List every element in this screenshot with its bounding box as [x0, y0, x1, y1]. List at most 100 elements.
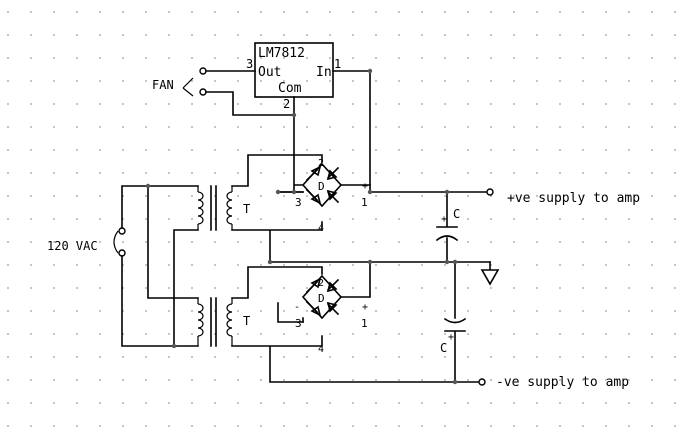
- positive-terminal: [486, 188, 494, 196]
- grid-dot: [582, 310, 584, 312]
- grid-dot: [375, 218, 377, 220]
- grid-dot: [444, 402, 446, 404]
- grid-dot: [490, 11, 492, 13]
- fan-connector: FAN: [152, 67, 207, 97]
- fan-terminal-1: [199, 67, 207, 75]
- grid-dot: [467, 57, 469, 59]
- grid-dot: [7, 356, 9, 358]
- grid-dot: [329, 126, 331, 128]
- grid-dot: [145, 425, 147, 427]
- grid-dot: [421, 57, 423, 59]
- grid-dot: [191, 80, 193, 82]
- grid-dot: [145, 264, 147, 266]
- grid-dot: [375, 379, 377, 381]
- grid-dot: [605, 402, 607, 404]
- grid-dot: [306, 402, 308, 404]
- grid-dot: [513, 379, 515, 381]
- cap-1-curved-plate: [435, 235, 459, 242]
- grid-dot: [375, 264, 377, 266]
- grid-dot: [7, 379, 9, 381]
- grid-dot: [674, 218, 676, 220]
- grid-dot: [30, 11, 32, 13]
- grid-dot: [628, 126, 630, 128]
- grid-dot: [444, 195, 446, 197]
- cap-2-plus: +: [448, 332, 454, 343]
- grid-dot: [283, 356, 285, 358]
- grid-dot: [674, 425, 676, 427]
- grid-dot: [76, 149, 78, 151]
- grid-dot: [283, 310, 285, 312]
- grid-dot: [306, 356, 308, 358]
- grid-dot: [467, 287, 469, 289]
- grid-dot: [513, 172, 515, 174]
- grid-dot: [559, 402, 561, 404]
- grid-dot: [536, 80, 538, 82]
- grid-dot: [490, 402, 492, 404]
- grid-dot: [582, 218, 584, 220]
- grid-dot: [398, 264, 400, 266]
- grid-dot: [191, 149, 193, 151]
- grid-dot: [306, 149, 308, 151]
- grid-dot: [168, 287, 170, 289]
- grid-dot: [651, 425, 653, 427]
- grid-dot: [306, 195, 308, 197]
- grid-dot: [605, 218, 607, 220]
- grid-dot: [7, 195, 9, 197]
- grid-dot: [214, 425, 216, 427]
- grid-dot: [214, 149, 216, 151]
- grid-dot: [99, 425, 101, 427]
- grid-dot: [76, 379, 78, 381]
- grid-dot: [352, 310, 354, 312]
- grid-dot: [122, 425, 124, 427]
- grid-dot: [329, 264, 331, 266]
- grid-dot: [168, 149, 170, 151]
- grid-dot: [651, 402, 653, 404]
- grid-dot: [375, 310, 377, 312]
- grid-dot: [467, 126, 469, 128]
- primary-wiring: [121, 185, 199, 347]
- grid-dot: [237, 264, 239, 266]
- grid-dot: [582, 379, 584, 381]
- grid-dot: [421, 402, 423, 404]
- grid-dot: [329, 379, 331, 381]
- grid-dot: [237, 149, 239, 151]
- t2-core: [210, 297, 217, 347]
- grid-dot: [260, 264, 262, 266]
- grid-dot: [260, 57, 262, 59]
- grid-dot: [283, 241, 285, 243]
- grid-dot: [674, 80, 676, 82]
- grid-dot: [398, 241, 400, 243]
- grid-dot: [260, 310, 262, 312]
- grid-dot: [30, 241, 32, 243]
- grid-dot: [605, 34, 607, 36]
- diode: [326, 301, 340, 316]
- grid-dot: [306, 241, 308, 243]
- grid-dot: [674, 126, 676, 128]
- grid-dot: [651, 34, 653, 36]
- grid-dot: [76, 195, 78, 197]
- grid-dot: [651, 149, 653, 151]
- grid-dot: [674, 402, 676, 404]
- grid-dot: [260, 425, 262, 427]
- grid-dot: [306, 172, 308, 174]
- grid-dot: [513, 402, 515, 404]
- grid-dot: [375, 241, 377, 243]
- grid-dot: [30, 80, 32, 82]
- grid-dot: [513, 149, 515, 151]
- grid-dot: [398, 11, 400, 13]
- grid-dot: [168, 218, 170, 220]
- grid-dot: [513, 264, 515, 266]
- grid-dot: [513, 103, 515, 105]
- grid-dot: [605, 333, 607, 335]
- grid-dot: [30, 218, 32, 220]
- grid-dot: [30, 126, 32, 128]
- grid-dot: [674, 356, 676, 358]
- grid-dot: [122, 126, 124, 128]
- grid-dot: [76, 11, 78, 13]
- grid-dot: [628, 356, 630, 358]
- grid-dot: [398, 425, 400, 427]
- grid-dot: [352, 11, 354, 13]
- grid-dot: [352, 218, 354, 220]
- grid-dot: [76, 57, 78, 59]
- grid-dot: [260, 195, 262, 197]
